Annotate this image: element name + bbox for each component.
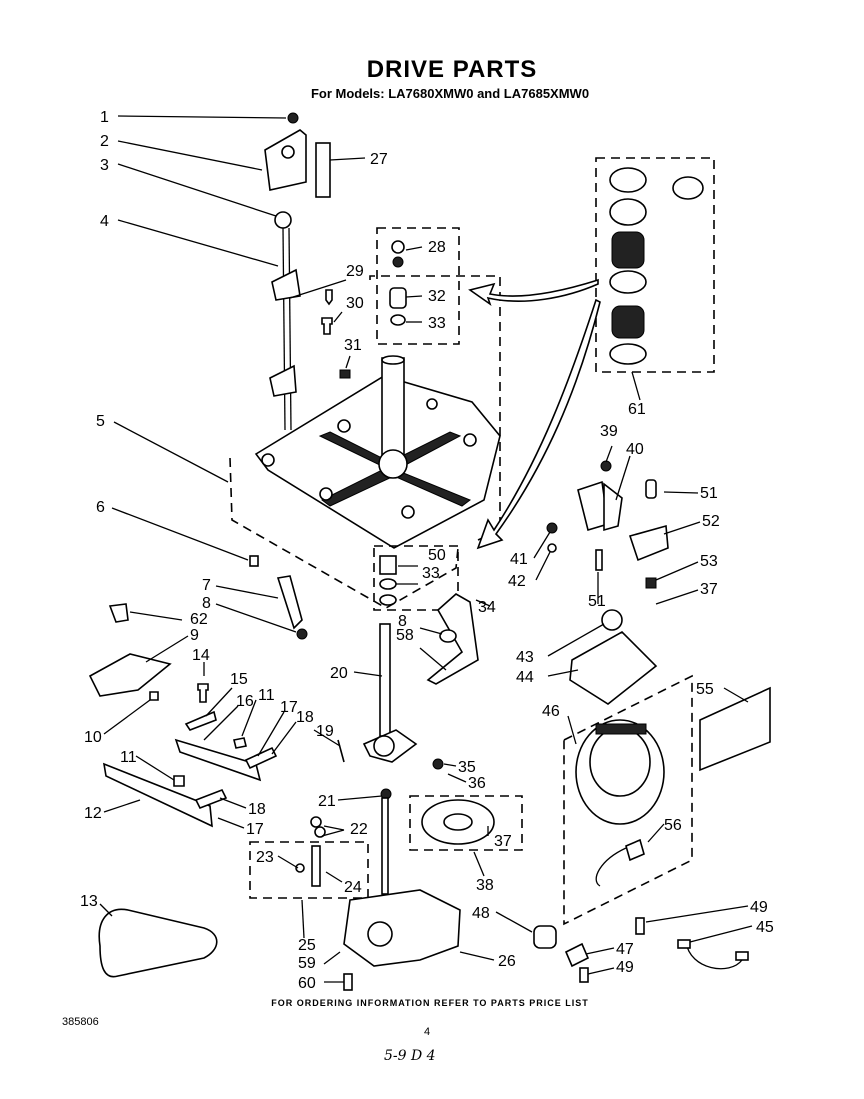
callout-31: 31	[344, 337, 362, 354]
callout-10: 10	[84, 729, 102, 746]
callout-23: 23	[256, 849, 274, 866]
callout-35: 35	[458, 759, 476, 776]
leader-lines	[99, 115, 753, 983]
model-subtitle: For Models: LA7680XMW0 and LA7685XMW0	[310, 86, 590, 101]
callout-24: 24	[344, 879, 362, 896]
left-brackets	[88, 555, 308, 828]
seal-kit-box	[595, 157, 715, 373]
callout-37a: 37	[700, 581, 718, 598]
callout-9: 9	[190, 627, 199, 644]
callout-18a: 18	[296, 709, 314, 726]
callout-11a: 11	[258, 687, 275, 704]
linkage-assembly	[264, 112, 351, 431]
handwritten-note: 5-9 D 4	[384, 1048, 436, 1064]
callout-22: 22	[350, 821, 368, 838]
callout-43: 43	[516, 649, 534, 666]
ordering-note: FOR ORDERING INFORMATION REFER TO PARTS …	[271, 998, 589, 1008]
callout-56: 56	[664, 817, 682, 834]
pulley-box	[409, 758, 557, 949]
callout-6: 6	[96, 499, 105, 516]
callout-2: 2	[100, 133, 109, 150]
callout-25: 25	[298, 937, 316, 954]
callout-39: 39	[600, 423, 618, 440]
callout-61: 61	[628, 401, 646, 418]
callout-49b: 49	[616, 959, 634, 976]
callout-59: 59	[298, 955, 316, 972]
callout-12: 12	[84, 805, 102, 822]
motor-assembly	[546, 460, 771, 983]
callout-29: 29	[346, 263, 364, 280]
callout-numbers: 1 2 3 27 4 28 29 32 30 33 31 61 5 39 40 …	[80, 109, 774, 992]
callout-36: 36	[468, 775, 486, 792]
callout-33b: 33	[422, 565, 440, 582]
callout-32: 32	[428, 288, 446, 305]
callout-45: 45	[756, 919, 774, 936]
callout-8b: 8	[398, 613, 407, 630]
base-plate	[229, 355, 501, 609]
callout-51b: 51	[588, 593, 606, 610]
callout-7: 7	[202, 577, 211, 594]
callout-40: 40	[626, 441, 644, 458]
callout-33a: 33	[428, 315, 446, 332]
callout-58: 58	[396, 627, 414, 644]
document-number: 385806	[62, 1016, 99, 1028]
callout-49a: 49	[750, 899, 768, 916]
callout-53: 53	[700, 553, 718, 570]
callout-21: 21	[318, 793, 336, 810]
callout-44: 44	[516, 669, 534, 686]
callout-13: 13	[80, 893, 98, 910]
callout-55: 55	[696, 681, 714, 698]
callout-26: 26	[498, 953, 516, 970]
callout-30: 30	[346, 295, 364, 312]
callout-28: 28	[428, 239, 446, 256]
callout-47: 47	[616, 941, 634, 958]
callout-62: 62	[190, 611, 208, 628]
callout-5: 5	[96, 413, 105, 430]
callout-37b: 37	[494, 833, 512, 850]
callout-46: 46	[542, 703, 560, 720]
callout-3: 3	[100, 157, 109, 174]
callout-51a: 51	[700, 485, 718, 502]
callout-16: 16	[236, 693, 254, 710]
clutch-pin-box	[249, 816, 369, 899]
drive-belt	[98, 908, 218, 978]
callout-41: 41	[510, 551, 528, 568]
callout-17a: 17	[280, 699, 298, 716]
callout-48: 48	[472, 905, 490, 922]
callout-15: 15	[230, 671, 248, 688]
callout-14: 14	[192, 647, 210, 664]
callout-4: 4	[100, 213, 109, 230]
callout-38: 38	[476, 877, 494, 894]
callout-8a: 8	[202, 595, 211, 612]
callout-17b: 17	[246, 821, 264, 838]
callout-42: 42	[508, 573, 526, 590]
callout-11b: 11	[120, 749, 137, 766]
page-number: 4	[424, 1026, 431, 1038]
callout-50: 50	[428, 547, 446, 564]
callout-19: 19	[316, 723, 334, 740]
page-title: DRIVE PARTS	[366, 56, 538, 83]
callout-20: 20	[330, 665, 348, 682]
callout-18b: 18	[248, 801, 266, 818]
callout-27: 27	[370, 151, 388, 168]
drive-shaft-assembly	[337, 593, 479, 991]
callout-34: 34	[478, 599, 496, 616]
callout-60: 60	[298, 975, 316, 992]
callout-52: 52	[702, 513, 720, 530]
callout-1: 1	[100, 109, 109, 126]
